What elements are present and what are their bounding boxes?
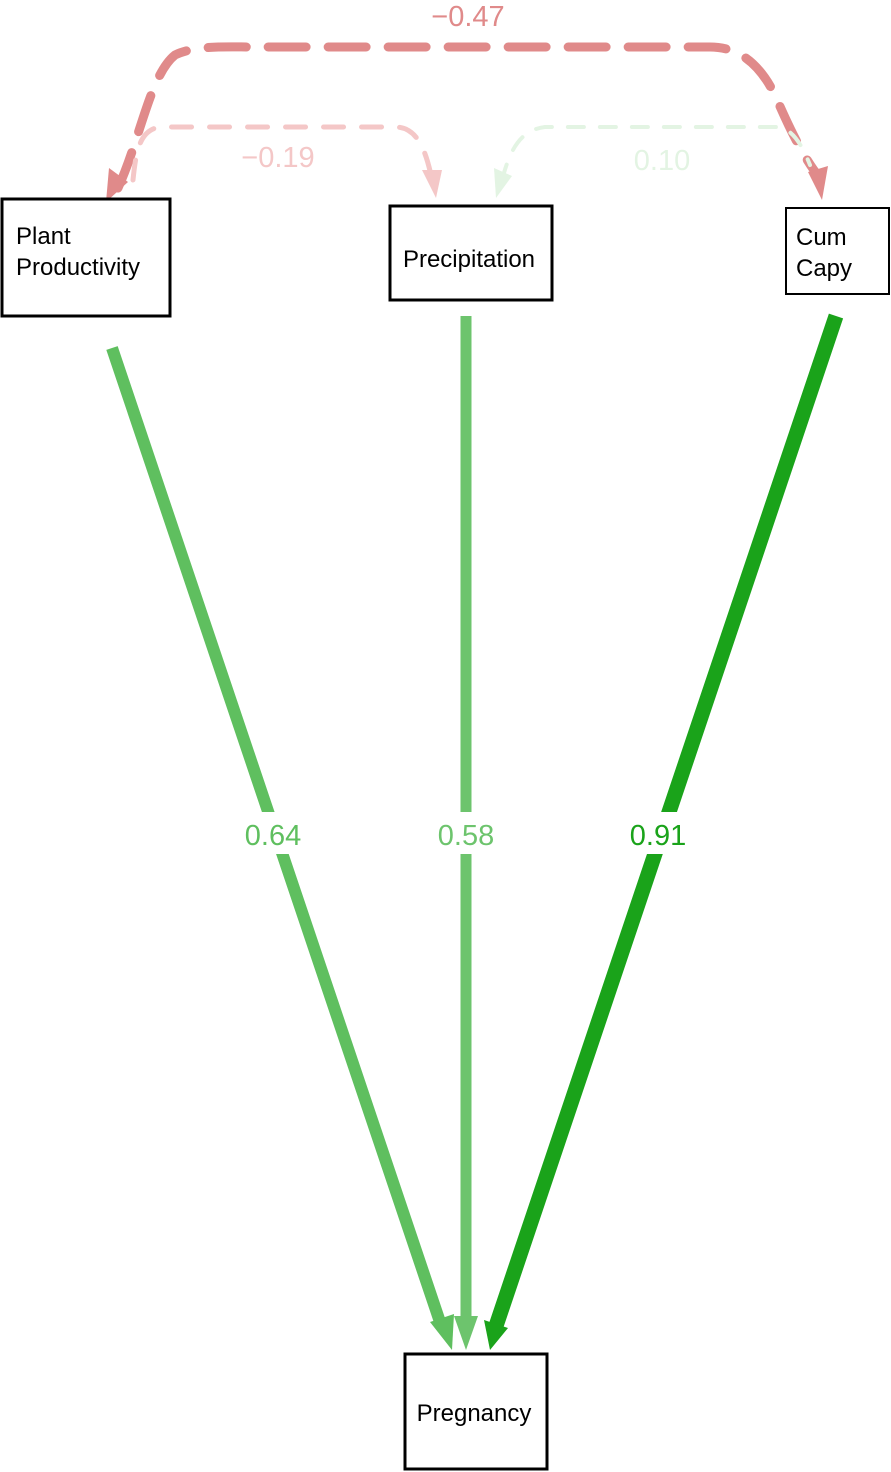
node-precipitation-box bbox=[388, 204, 554, 302]
edge-plant-capy-covariance bbox=[106, 42, 828, 202]
node-plant-productivity-box bbox=[0, 197, 172, 318]
arrowhead-to-pregnancy-from-plant bbox=[430, 1314, 454, 1350]
arrowhead-to-precip-from-plant bbox=[422, 170, 442, 198]
node-precipitation-label: Precipitation bbox=[403, 246, 535, 273]
edge-plant-precip-line bbox=[130, 124, 435, 183]
node-cum-capy-label-line1: Cum bbox=[796, 224, 847, 251]
arrowhead-to-plant bbox=[106, 168, 128, 202]
edge-plant-capy-line bbox=[113, 42, 825, 193]
edge-precip-capy-line bbox=[500, 125, 812, 182]
edge-precip-capy-covariance bbox=[494, 125, 812, 198]
node-plant-productivity-label-line1: Plant bbox=[16, 223, 71, 250]
edge-label-capy-pregnancy: 0.91 bbox=[630, 820, 686, 852]
edge-label-plant-precip: −0.19 bbox=[241, 142, 314, 174]
arrowhead-to-pregnancy-from-capy bbox=[484, 1320, 508, 1350]
node-pregnancy-box bbox=[403, 1352, 549, 1471]
edge-label-bg-plant bbox=[238, 812, 308, 854]
node-pregnancy-label: Pregnancy bbox=[417, 1400, 532, 1427]
node-pregnancy: Pregnancy bbox=[403, 1352, 549, 1471]
arrowhead-to-pregnancy-from-precip bbox=[454, 1316, 478, 1350]
node-cum-capy-box bbox=[785, 207, 890, 295]
node-cum-capy: Cum Capy bbox=[785, 207, 890, 295]
edge-plant-precip-covariance bbox=[130, 124, 442, 198]
edge-label-precip-capy: 0.10 bbox=[634, 145, 690, 177]
arrowhead-to-precip-from-capy bbox=[494, 168, 512, 198]
node-precipitation: Precipitation bbox=[388, 204, 554, 302]
edge-label-plant-capy: −0.47 bbox=[431, 1, 504, 33]
edge-label-bg-precip bbox=[431, 812, 501, 854]
node-plant-productivity: Plant Productivity bbox=[0, 197, 172, 318]
arrowhead-to-capy bbox=[808, 166, 828, 200]
edge-label-precip-pregnancy: 0.58 bbox=[438, 820, 494, 852]
node-plant-productivity-label-line2: Productivity bbox=[16, 254, 140, 281]
edge-label-plant-pregnancy: 0.64 bbox=[245, 820, 301, 852]
edge-label-bg-capy bbox=[623, 812, 693, 854]
node-cum-capy-label-line2: Capy bbox=[796, 255, 852, 282]
